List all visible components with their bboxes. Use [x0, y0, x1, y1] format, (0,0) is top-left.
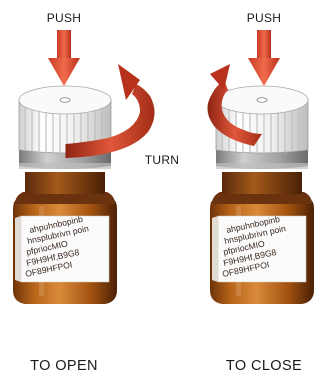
right-push-arrow: [248, 30, 280, 86]
left-caption: TO OPEN: [30, 358, 98, 374]
left-panel: PUSH ahpuhnbopinb hnsplubrivn poin pfpri…: [13, 11, 155, 374]
left-push-label: PUSH: [47, 11, 82, 25]
left-push-arrow: [48, 30, 80, 86]
right-panel: PUSH ahpuhnbopinb hnsplubrivn poin pfpri…: [207, 11, 314, 374]
right-caption: TO CLOSE: [226, 358, 302, 374]
right-push-label: PUSH: [247, 11, 282, 25]
turn-label: TURN: [145, 153, 180, 167]
